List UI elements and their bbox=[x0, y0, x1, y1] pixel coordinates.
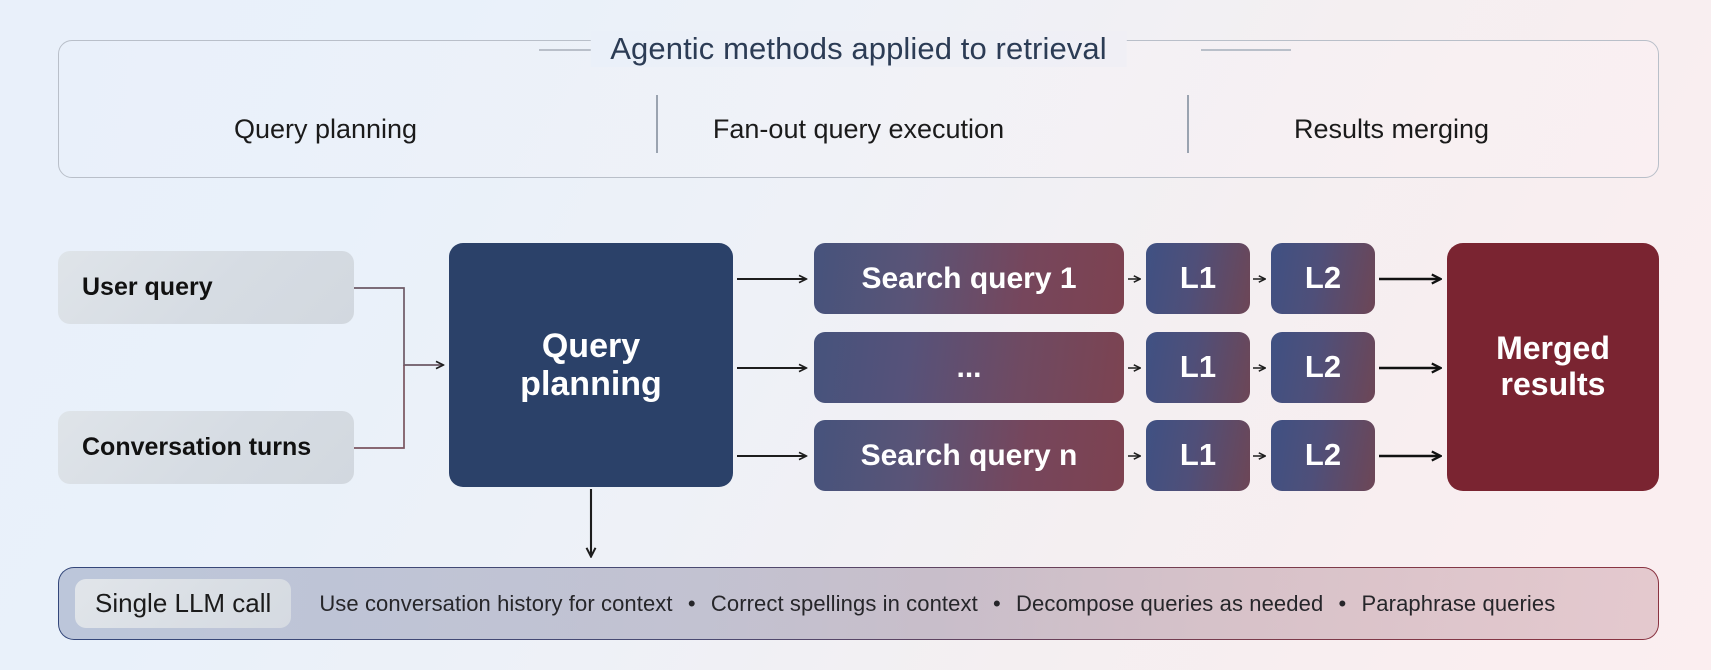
node-merged-results-line1: Merged bbox=[1496, 330, 1610, 367]
node-l2-row-3-label: L2 bbox=[1304, 437, 1342, 473]
node-l1-row-1-label: L1 bbox=[1179, 260, 1217, 296]
legend-column-results-merging: Results merging bbox=[1293, 113, 1490, 144]
footer-point-3: Decompose queries as needed bbox=[1016, 590, 1324, 616]
footer-bullet-3: • bbox=[1338, 590, 1347, 616]
legend-divider-2 bbox=[1187, 95, 1189, 153]
node-merged-results-line2: results bbox=[1500, 366, 1606, 402]
input-user-query[interactable]: User query bbox=[58, 251, 354, 324]
node-l2-row-2[interactable]: L2 bbox=[1271, 332, 1375, 403]
legend-rule-left bbox=[539, 49, 629, 51]
footer-single-llm-call-chip[interactable]: Single LLM call bbox=[75, 579, 292, 628]
node-l2-row-2-label: L2 bbox=[1304, 349, 1342, 385]
footer-bullet-2: • bbox=[993, 590, 1001, 616]
input-conversation-turns-label: Conversation turns bbox=[82, 433, 312, 461]
node-query-planning[interactable]: Query planning bbox=[449, 243, 733, 487]
footer-point-2: Correct spellings in context bbox=[710, 590, 978, 616]
node-l1-row-3-label: L1 bbox=[1179, 437, 1217, 473]
node-query-planning-line2: planning bbox=[520, 365, 662, 403]
node-l2-row-3[interactable]: L2 bbox=[1271, 420, 1375, 491]
node-search-query-1-label: Search query 1 bbox=[861, 261, 1077, 295]
legend-column-fan-out-query-execution: Fan-out query execution bbox=[712, 113, 1005, 144]
footer-bullet-1: • bbox=[687, 590, 696, 616]
node-merged-results[interactable]: Merged results bbox=[1447, 243, 1659, 491]
input-user-query-label: User query bbox=[82, 273, 213, 301]
node-l1-row-2-label: L1 bbox=[1179, 349, 1217, 385]
footer-points: Use conversation history for context • C… bbox=[319, 591, 1555, 617]
node-search-query-ellipsis[interactable]: ... bbox=[814, 332, 1124, 403]
node-search-query-ellipsis-label: ... bbox=[956, 350, 982, 384]
node-query-planning-line1: Query bbox=[541, 326, 641, 365]
node-search-query-n-label: Search query n bbox=[860, 438, 1078, 472]
footer-point-1: Use conversation history for context bbox=[319, 590, 673, 616]
footer-single-llm-call-label: Single LLM call bbox=[95, 588, 272, 618]
legend-columns: Query planning Fan-out query execution R… bbox=[59, 93, 1658, 165]
node-l1-row-2[interactable]: L1 bbox=[1146, 332, 1250, 403]
legend-rule-right bbox=[1201, 49, 1291, 51]
legend-column-query-planning: Query planning bbox=[233, 113, 418, 144]
footer-point-4: Paraphrase queries bbox=[1361, 590, 1556, 616]
legend-title: Agentic methods applied to retrieval bbox=[590, 31, 1127, 67]
node-l2-row-1-label: L2 bbox=[1304, 260, 1342, 296]
node-l2-row-1[interactable]: L2 bbox=[1271, 243, 1375, 314]
node-search-query-n[interactable]: Search query n bbox=[814, 420, 1124, 491]
node-l1-row-3[interactable]: L1 bbox=[1146, 420, 1250, 491]
legend-panel: Agentic methods applied to retrieval Que… bbox=[58, 31, 1659, 178]
footer-bar: Single LLM call Use conversation history… bbox=[58, 567, 1659, 640]
input-conversation-turns[interactable]: Conversation turns bbox=[58, 411, 354, 484]
node-search-query-1[interactable]: Search query 1 bbox=[814, 243, 1124, 314]
legend-divider-1 bbox=[656, 95, 658, 153]
node-l1-row-1[interactable]: L1 bbox=[1146, 243, 1250, 314]
